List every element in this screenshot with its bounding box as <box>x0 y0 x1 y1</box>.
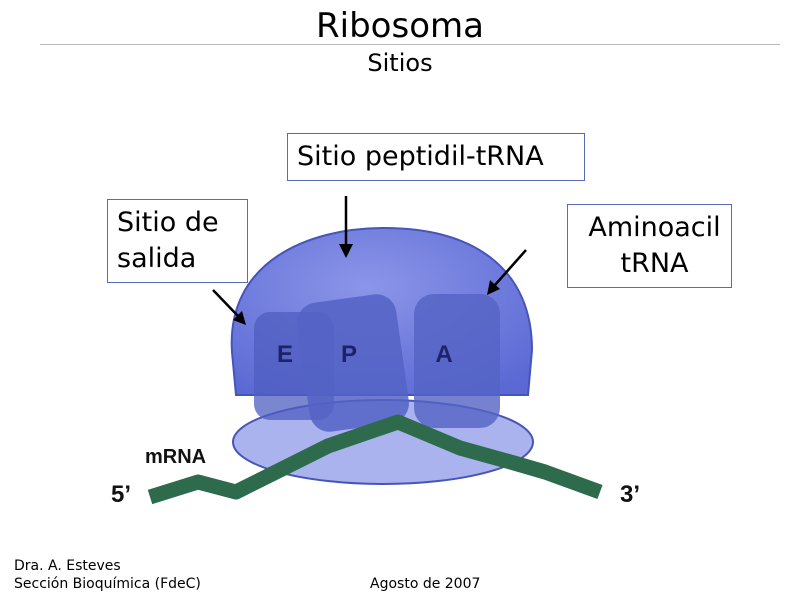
callout-peptidil-text: Sitio peptidil-tRNA <box>297 141 544 172</box>
three-prime-label: 3’ <box>620 481 640 508</box>
footer-date: Agosto de 2007 <box>370 576 481 592</box>
arrow-peptidil <box>339 196 353 258</box>
callout-exit-line1: Sitio de <box>117 207 219 238</box>
callout-aminoacyl-site: Aminoacil tRNA <box>567 204 732 288</box>
page-subtitle: Sitios <box>367 49 433 77</box>
footer-section: Sección Bioquímica (FdeC) <box>14 576 201 592</box>
title-divider <box>40 44 780 45</box>
site-a-label: A <box>435 341 452 368</box>
site-e-label: E <box>277 341 293 368</box>
five-prime-label: 5’ <box>111 481 131 508</box>
mrna-strand <box>147 414 603 505</box>
callout-aminoacyl-line2: tRNA <box>620 248 689 279</box>
arrow-salida <box>212 289 246 325</box>
site-p-label: P <box>341 341 357 368</box>
callout-exit-line2: salida <box>117 243 197 274</box>
footer-author: Dra. A. Esteves <box>14 558 121 574</box>
a-site-block <box>414 294 500 428</box>
arrow-aminoacil <box>487 249 527 295</box>
callout-peptidil-site: Sitio peptidil-tRNA <box>287 133 585 181</box>
callout-exit-site: Sitio de salida <box>107 199 248 283</box>
mrna-label: mRNA <box>145 446 206 468</box>
p-site-block <box>297 294 409 432</box>
page-title: Ribosoma <box>316 6 484 46</box>
callout-aminoacyl-line1: Aminoacil <box>588 212 721 243</box>
